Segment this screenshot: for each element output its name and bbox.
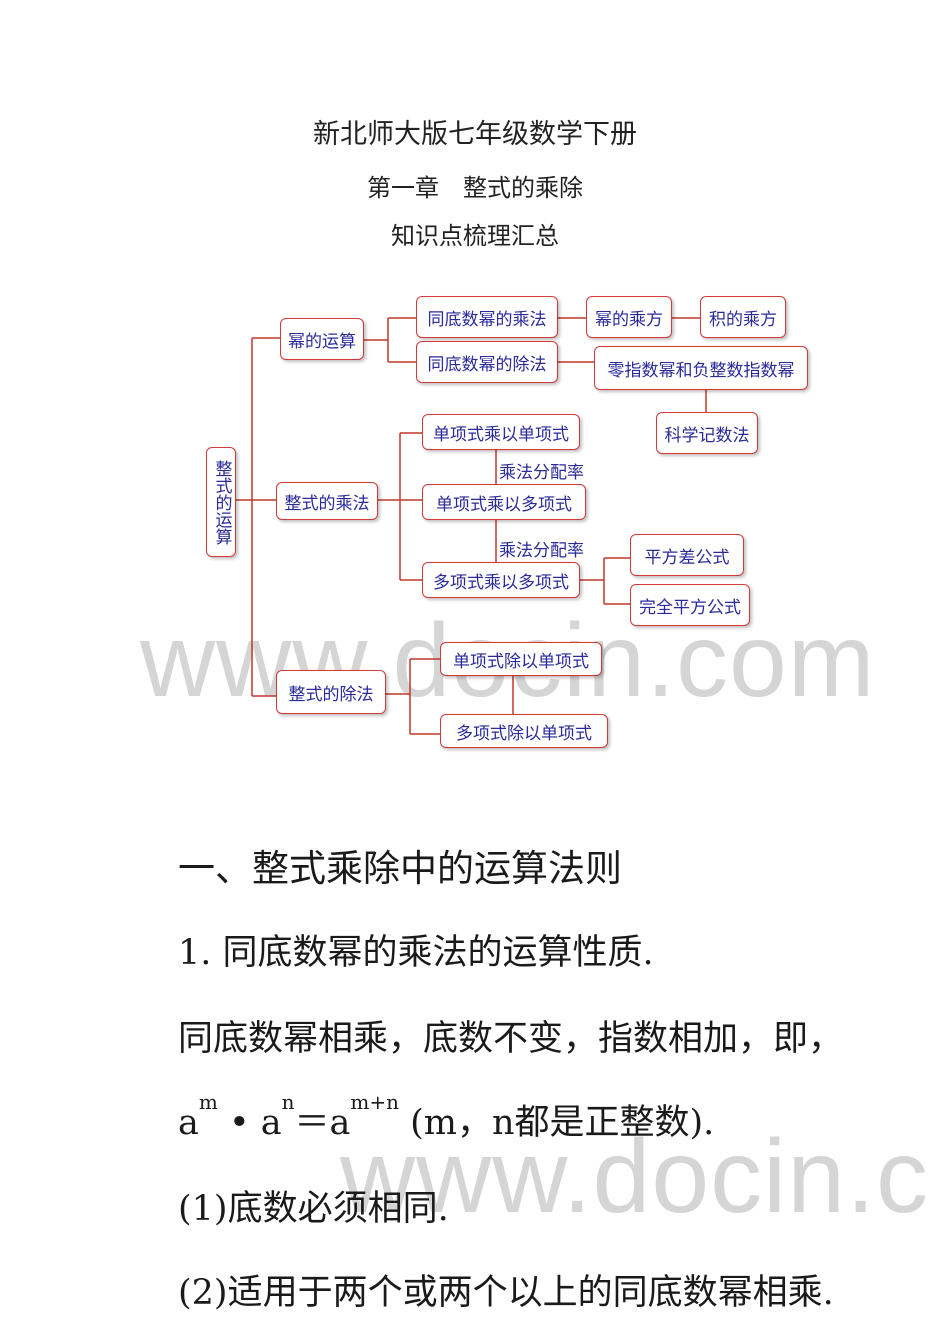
node-mono-div-mono: 单项式除以单项式 bbox=[440, 642, 602, 676]
node-power-of-power: 幂的乘方 bbox=[586, 296, 672, 338]
node-perfect-square: 完全平方公式 bbox=[630, 584, 750, 626]
node-same-base-mul: 同底数幂的乘法 bbox=[416, 296, 558, 338]
formula-equals: ＝ bbox=[294, 1103, 330, 1143]
node-label: 科学记数法 bbox=[664, 425, 750, 446]
node-label: 完全平方公式 bbox=[639, 597, 741, 618]
node-label: 多项式除以单项式 bbox=[456, 723, 592, 744]
root-node: 整式的运算 bbox=[206, 447, 236, 557]
node-label: 整式的乘法 bbox=[284, 493, 370, 514]
node-power-of-product: 积的乘方 bbox=[700, 296, 786, 338]
node-zero-negative-exp: 零指数幂和负整数指数幂 bbox=[594, 346, 808, 390]
node-poly-div: 整式的除法 bbox=[276, 670, 386, 714]
node-label: 同底数幂的乘法 bbox=[427, 309, 547, 330]
node-diff-squares: 平方差公式 bbox=[630, 534, 744, 576]
document-subtitle: 知识点梳理汇总 bbox=[391, 222, 559, 250]
label-distributive-2: 乘法分配率 bbox=[499, 536, 584, 561]
node-mono-mul-mono: 单项式乘以单项式 bbox=[422, 414, 580, 450]
node-label: 幂的运算 bbox=[288, 331, 356, 352]
node-label: 幂的乘方 bbox=[595, 309, 663, 330]
document-title: 新北师大版七年级数学下册 bbox=[313, 119, 637, 150]
node-sci-notation: 科学记数法 bbox=[656, 412, 758, 454]
node-poly-mul-poly: 多项式乘以多项式 bbox=[422, 562, 580, 598]
section-heading: 一、整式乘除中的运算法则 bbox=[178, 847, 622, 890]
point-2: (2)适用于两个或两个以上的同底数幂相乘. bbox=[178, 1273, 834, 1313]
root-node-label: 整式的运算 bbox=[211, 459, 232, 545]
item1-title: 1. 同底数幂的乘法的运算性质. bbox=[178, 933, 654, 973]
formula-exp-m: m bbox=[198, 1090, 218, 1114]
node-label: 同底数幂的除法 bbox=[427, 354, 547, 375]
formula-a: a bbox=[178, 1103, 199, 1143]
node-poly-mul: 整式的乘法 bbox=[276, 482, 378, 520]
node-label: 单项式除以单项式 bbox=[453, 651, 589, 672]
formula-a: a bbox=[329, 1103, 351, 1143]
formula-dot: • bbox=[217, 1103, 261, 1143]
formula-note: (m，n都是正整数). bbox=[399, 1103, 715, 1143]
label-distributive-1: 乘法分配率 bbox=[499, 458, 584, 483]
node-label: 积的乘方 bbox=[709, 309, 777, 330]
node-power-ops: 幂的运算 bbox=[280, 318, 364, 360]
formula-line: am • an＝am+n (m，n都是正整数). bbox=[178, 1090, 715, 1145]
node-label: 单项式乘以单项式 bbox=[433, 424, 569, 445]
rule-text: 同底数幂相乘，底数不变，指数相加，即， bbox=[178, 1019, 844, 1059]
chapter-title: 第一章 整式的乘除 bbox=[367, 174, 583, 202]
formula-exp-sum: m+n bbox=[350, 1090, 400, 1114]
node-mono-mul-poly: 单项式乘以多项式 bbox=[422, 484, 586, 520]
node-label: 单项式乘以多项式 bbox=[436, 494, 572, 515]
node-same-base-div: 同底数幂的除法 bbox=[416, 341, 558, 383]
formula-exp-n: n bbox=[281, 1090, 295, 1114]
node-label: 多项式乘以多项式 bbox=[433, 572, 569, 593]
node-poly-div-mono: 多项式除以单项式 bbox=[440, 714, 608, 748]
formula-a: a bbox=[260, 1103, 282, 1143]
point-1: (1)底数必须相同. bbox=[178, 1189, 449, 1229]
watermark-bottom: www.docin.c bbox=[340, 1119, 929, 1235]
node-label: 平方差公式 bbox=[644, 547, 730, 568]
node-label: 零指数幂和负整数指数幂 bbox=[607, 360, 795, 381]
node-label: 整式的除法 bbox=[288, 684, 374, 705]
